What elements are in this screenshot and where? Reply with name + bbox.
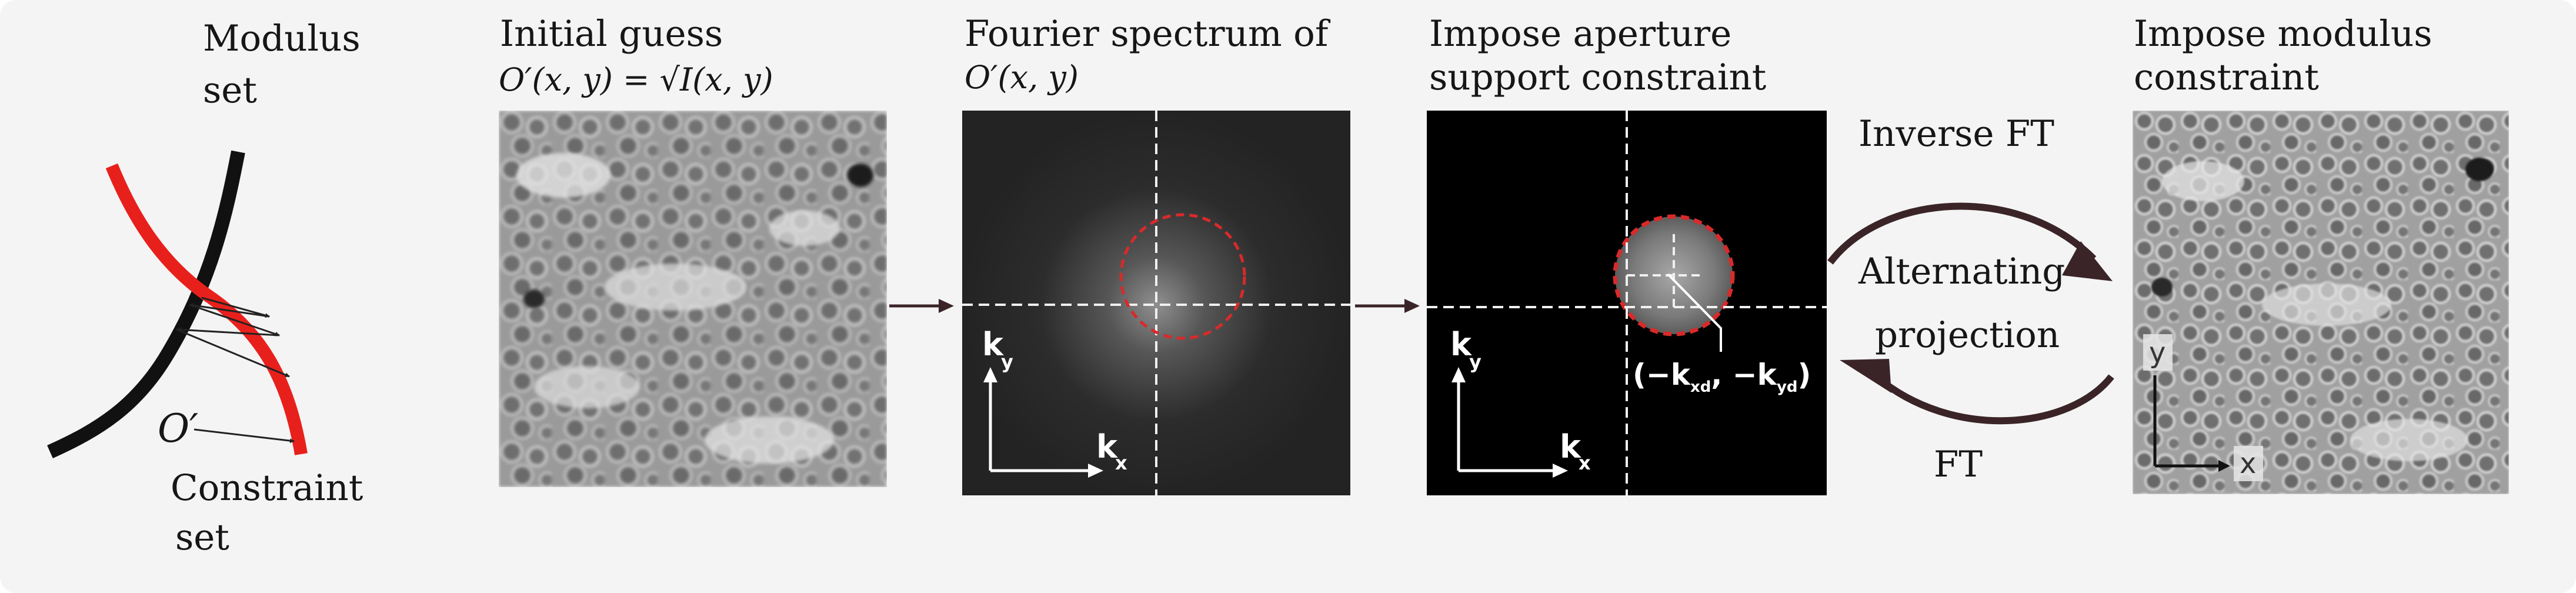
aperture-support-image: k y k x (−kxd, −kyd) bbox=[1427, 111, 1827, 495]
projection-sets-diagram bbox=[47, 150, 308, 458]
projection-line bbox=[201, 296, 270, 318]
fourier-spectrum-title-line1: Fourier spectrum of bbox=[965, 13, 1329, 55]
ky-axis-subscript: y bbox=[1001, 351, 1013, 373]
flow-arrow-2 bbox=[1355, 299, 1420, 313]
center-coordinate-label: (−k bbox=[1633, 358, 1691, 392]
inverse-ft-label: Inverse FT bbox=[1858, 113, 2054, 155]
modulus-constraint-title-line1: Impose modulus bbox=[2134, 13, 2432, 55]
fourier-spectrum-image: k y k x bbox=[962, 111, 1350, 495]
center-label-middle: , −k bbox=[1711, 358, 1777, 392]
ft-label: FT bbox=[1934, 444, 1983, 485]
projection-line bbox=[189, 304, 280, 337]
kx-axis-subscript: x bbox=[1115, 452, 1127, 474]
aperture-support-title-line2: support constraint bbox=[1429, 56, 1767, 98]
projection-line bbox=[193, 428, 295, 444]
kx-axis-label: k bbox=[1560, 428, 1581, 465]
constraint-set-label-line2: set bbox=[175, 517, 229, 558]
center-label-subscript-x: xd bbox=[1690, 378, 1711, 396]
fourier-spectrum-title-line2: O′(x, y) bbox=[965, 59, 1079, 96]
kx-axis-subscript: x bbox=[1579, 452, 1591, 474]
kx-axis-label: k bbox=[1096, 428, 1118, 465]
projection-label: projection bbox=[1875, 314, 2060, 356]
ky-axis-subscript: y bbox=[1469, 351, 1481, 373]
projection-line bbox=[176, 327, 280, 337]
ky-axis-label: k bbox=[982, 326, 1004, 363]
x-axis-label: x bbox=[2240, 447, 2256, 480]
aperture-support-title-line1: Impose aperture bbox=[1429, 13, 1732, 55]
modulus-constraint-image: y x bbox=[2133, 111, 2509, 494]
initial-guess-formula: O′(x, y) = √I(x, y) bbox=[499, 61, 773, 98]
constraint-set-curve bbox=[105, 163, 308, 455]
initial-guess-image bbox=[499, 111, 887, 487]
modulus-set-curve bbox=[47, 150, 245, 458]
modulus-constraint-title-line2: constraint bbox=[2134, 56, 2319, 98]
svg-text:(−kxd, −kyd): (−kxd, −kyd) bbox=[1633, 358, 1811, 396]
modulus-set-label-line1: Modulus bbox=[203, 18, 361, 59]
constraint-set-label-line1: Constraint bbox=[171, 467, 363, 509]
alternating-projection-arrows bbox=[1827, 202, 2114, 425]
center-label-subscript-y: yd bbox=[1777, 378, 1798, 396]
projection-line bbox=[189, 303, 270, 318]
modulus-set-label-line2: set bbox=[203, 69, 257, 111]
alternating-label: Alternating bbox=[1858, 251, 2066, 292]
flow-arrow-1 bbox=[889, 299, 954, 313]
initial-guess-title: Initial guess bbox=[500, 13, 723, 55]
center-label-end: ) bbox=[1798, 358, 1811, 392]
projection-line bbox=[176, 328, 290, 378]
ky-axis-label: k bbox=[1450, 326, 1472, 363]
initial-point-label: O′ bbox=[158, 406, 199, 451]
y-axis-label: y bbox=[2149, 337, 2165, 369]
